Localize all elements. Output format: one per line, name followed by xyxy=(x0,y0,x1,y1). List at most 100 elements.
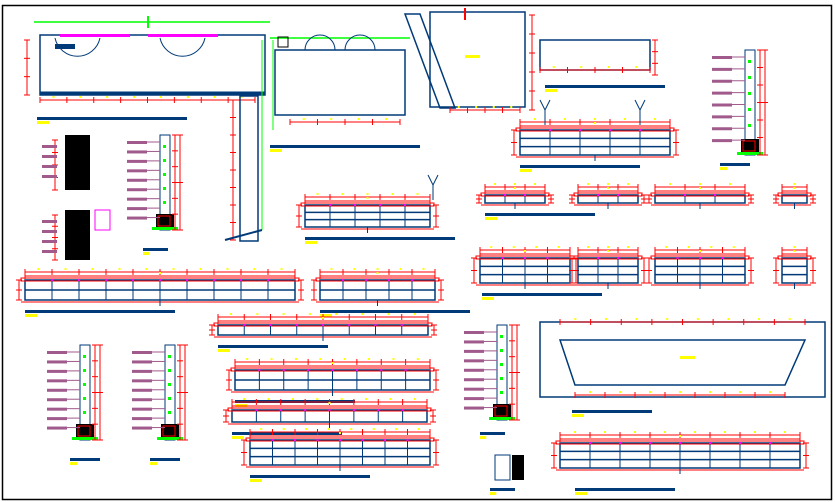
dimension-text xyxy=(624,118,626,120)
dimension-text xyxy=(587,246,589,248)
footing-rebar xyxy=(162,425,176,437)
dimension-text xyxy=(366,197,369,199)
door-swing xyxy=(344,34,376,51)
post-cap xyxy=(271,439,274,441)
title-tag xyxy=(218,349,230,352)
post-cap xyxy=(501,257,504,259)
post-cap xyxy=(339,439,341,441)
dimension-text xyxy=(589,391,591,393)
title-tag xyxy=(482,297,494,300)
annotation xyxy=(42,165,57,168)
rebar xyxy=(163,201,166,204)
annotation xyxy=(47,388,67,392)
post-cap xyxy=(186,279,188,281)
rebar xyxy=(83,411,86,414)
annotation xyxy=(42,175,57,178)
post-cap xyxy=(374,324,377,326)
rebar xyxy=(500,377,503,380)
dimension-text xyxy=(246,358,249,360)
elevation-frame xyxy=(304,204,431,228)
dimension-text xyxy=(679,435,681,437)
dimension-text xyxy=(186,96,189,98)
post-cap xyxy=(546,257,549,259)
title-tag xyxy=(485,217,497,220)
dimension-text xyxy=(552,66,555,68)
post-cap xyxy=(380,369,383,371)
dimension-text xyxy=(330,268,333,270)
title-tag xyxy=(320,314,332,317)
title-bar xyxy=(490,488,515,491)
post-cap xyxy=(639,129,641,131)
detail-mark xyxy=(94,209,111,231)
dimension-text xyxy=(510,106,513,108)
post-cap xyxy=(524,194,526,196)
post-cap xyxy=(609,129,611,131)
post-cap xyxy=(316,439,319,441)
rebar xyxy=(163,187,166,190)
post-cap xyxy=(355,369,358,371)
annotation xyxy=(132,369,152,373)
dimension-text xyxy=(574,431,576,433)
annotation xyxy=(42,250,57,253)
title-bar xyxy=(720,163,750,166)
dimension-text xyxy=(739,391,741,393)
dimension-text xyxy=(607,250,609,252)
annotation xyxy=(712,56,732,59)
post-cap xyxy=(619,442,621,444)
dimension-text xyxy=(732,246,735,248)
title-bar xyxy=(218,345,328,348)
dimension-text xyxy=(594,122,596,124)
post-cap xyxy=(78,279,80,281)
post-cap xyxy=(411,279,413,281)
rebar xyxy=(168,383,171,386)
rebar xyxy=(748,60,751,63)
dimension-text xyxy=(270,358,273,360)
title-bar xyxy=(320,310,470,313)
annotation xyxy=(132,388,152,392)
title-tag xyxy=(143,252,150,255)
dimension-text xyxy=(793,250,796,252)
section-detail xyxy=(65,135,90,190)
sheet-border xyxy=(1,4,833,501)
door xyxy=(60,34,130,37)
title-tag xyxy=(575,492,587,495)
annotation xyxy=(47,351,67,354)
annotation xyxy=(47,369,67,373)
dimension-text xyxy=(788,318,791,320)
annotation xyxy=(464,397,484,401)
annotation xyxy=(132,351,152,354)
rebar xyxy=(748,108,751,111)
post-cap xyxy=(282,369,285,371)
dimension-text xyxy=(534,183,536,185)
dimension-text xyxy=(793,187,796,189)
dimension-text xyxy=(417,428,420,430)
drawing-content xyxy=(16,8,826,495)
dimension-text xyxy=(729,183,731,185)
dimension-text xyxy=(416,193,419,195)
post-cap xyxy=(524,257,526,259)
dimension-text xyxy=(514,187,516,189)
post-cap xyxy=(243,324,246,326)
dimension-text xyxy=(627,183,629,185)
post-cap xyxy=(354,204,356,206)
dimension-text xyxy=(340,398,343,400)
title-tag xyxy=(250,479,262,482)
dimension-text xyxy=(634,431,636,433)
dimension-text xyxy=(758,318,761,320)
title-bar xyxy=(37,117,187,120)
wall-return xyxy=(239,95,259,242)
annotation xyxy=(42,240,57,243)
dimension-text xyxy=(213,96,216,98)
dimension-text xyxy=(365,398,368,400)
dimension-text xyxy=(282,428,285,430)
annotation xyxy=(132,407,152,411)
title-tag xyxy=(572,414,584,417)
post-cap xyxy=(342,279,344,281)
door xyxy=(148,34,218,37)
elevation-frame xyxy=(577,257,639,284)
dimension-text xyxy=(341,193,344,195)
dimension-text xyxy=(159,272,161,274)
elevation-frame xyxy=(539,39,651,71)
dimension-text xyxy=(52,96,55,98)
dimension-text xyxy=(226,268,229,270)
